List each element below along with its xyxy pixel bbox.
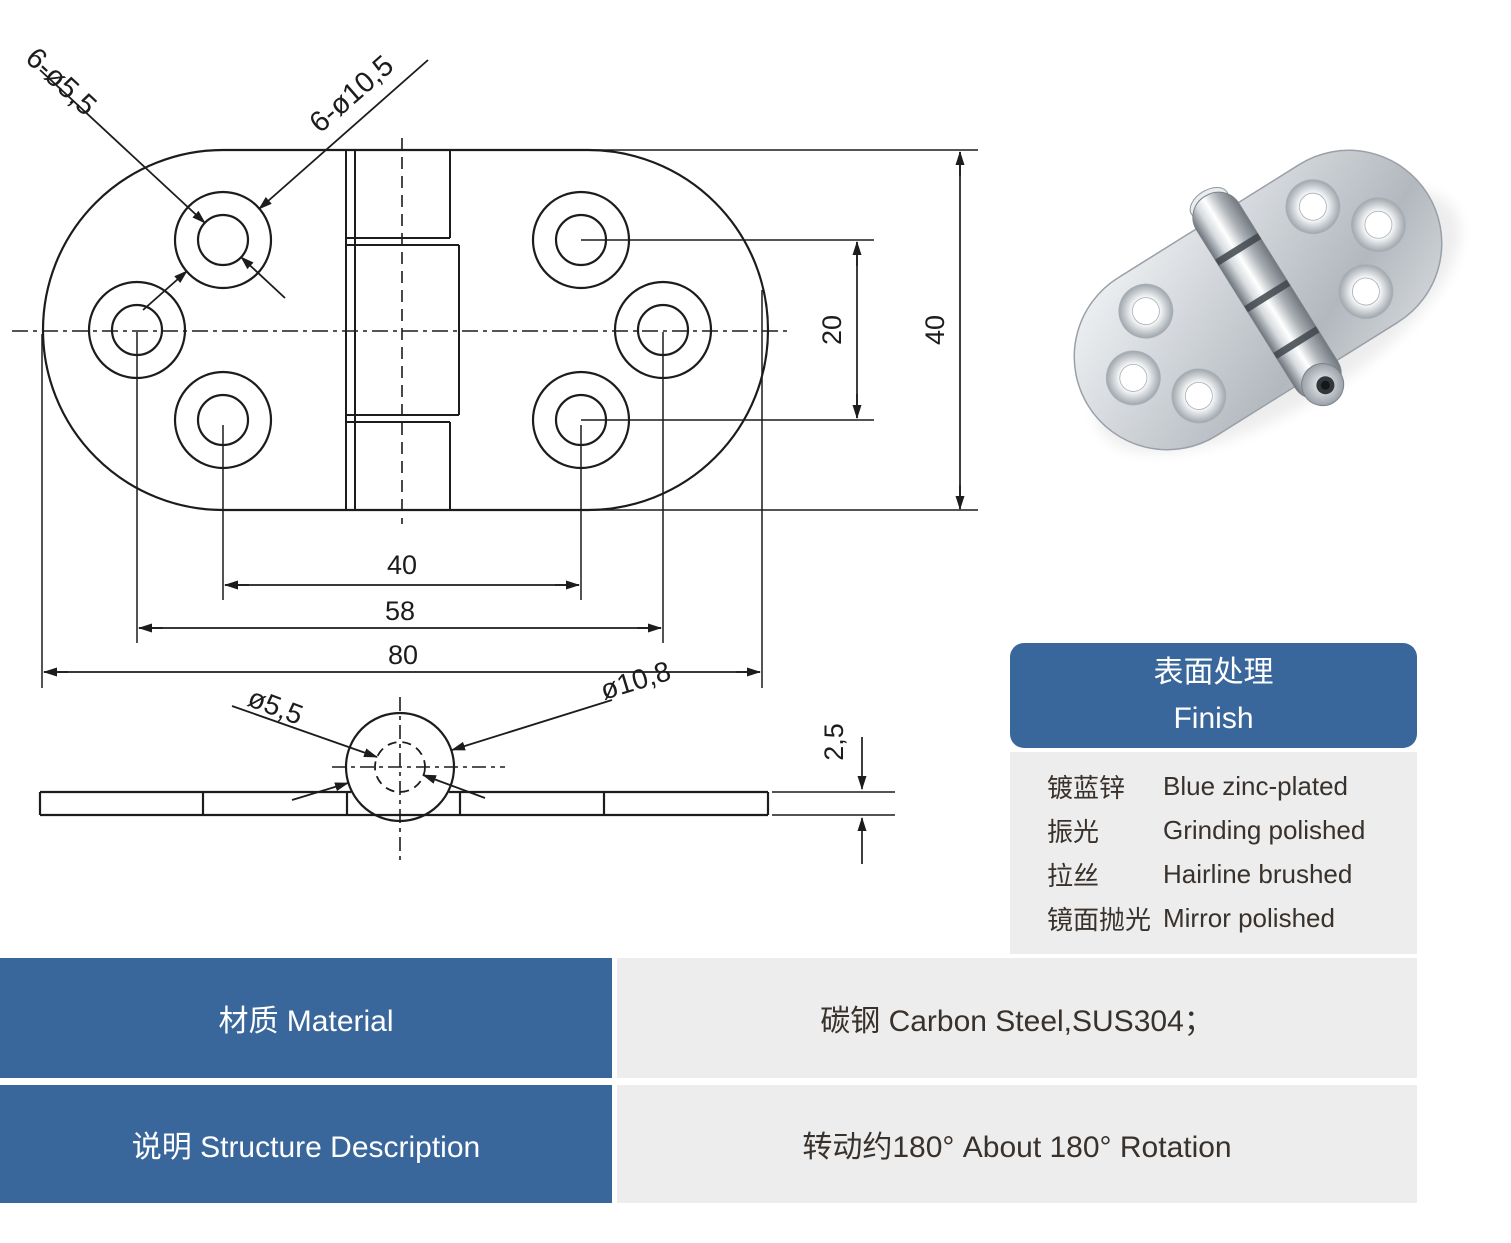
- finish-zh-label: 拉丝: [1047, 860, 1100, 891]
- finish-row: 振光 Grinding polished: [1010, 808, 1417, 852]
- dimension-lines: [43, 151, 965, 864]
- plate-outline: [41, 148, 770, 512]
- material-label-cell: 材质 Material: [0, 958, 612, 1078]
- finish-zh-label: 镀蓝锌: [1047, 772, 1126, 803]
- finish-en-label: Blue zinc-plated: [1163, 770, 1348, 801]
- dim-hole-pitch-horizontal: 40: [387, 550, 417, 580]
- finish-panel: 表面处理 Finish 镀蓝锌 Blue zinc-plated 振光 Grin…: [1010, 643, 1417, 954]
- callout-pin-large: ø10,8: [597, 655, 675, 706]
- finish-row: 镜面抛光 Mirror polished: [1010, 896, 1417, 940]
- spec-row-material: 材质 Material 碳钢 Carbon Steel,SUS304；: [0, 958, 1511, 1078]
- finish-en-label: Mirror polished: [1163, 902, 1335, 933]
- leader-lines: [39, 59, 613, 801]
- finish-row: 镀蓝锌 Blue zinc-plated: [1010, 764, 1417, 808]
- spec-row-structure: 说明 Structure Description 转动约180° About 1…: [0, 1085, 1511, 1203]
- structure-label-cell: 说明 Structure Description: [0, 1085, 612, 1203]
- cell-gap: [612, 958, 617, 1078]
- callout-pin-small: ø5,5: [244, 682, 307, 731]
- product-photo-image: [1073, 149, 1461, 453]
- mounting-holes: [87, 190, 713, 470]
- finish-en-label: Hairline brushed: [1163, 858, 1353, 889]
- dim-overall-length: 80: [388, 640, 418, 670]
- extension-lines: [41, 149, 978, 816]
- plan-view: [41, 148, 770, 512]
- dim-overall-width: 40: [920, 315, 950, 345]
- finish-zh-label: 振光: [1047, 816, 1100, 847]
- structure-value-cell: 转动约180° About 180° Rotation: [617, 1085, 1417, 1203]
- dim-outer-hole-pitch: 58: [385, 596, 415, 626]
- hinge-holes: [1105, 179, 1406, 424]
- finish-panel-header: 表面处理 Finish: [1010, 643, 1417, 748]
- finish-title-en: Finish: [1173, 701, 1254, 735]
- finish-title-zh: 表面处理: [1153, 655, 1274, 689]
- hinge-pin: [1189, 186, 1345, 407]
- finish-zh-label: 镜面抛光: [1047, 904, 1152, 935]
- callout-small-holes: 6-ø5,5: [19, 42, 102, 123]
- finish-row: 拉丝 Hairline brushed: [1010, 852, 1417, 896]
- side-view: [38, 697, 770, 862]
- finish-panel-body: 镀蓝锌 Blue zinc-plated 振光 Grinding polishe…: [1010, 752, 1417, 954]
- hinge-photo-group: [1073, 149, 1461, 453]
- finish-en-label: Grinding polished: [1163, 814, 1366, 845]
- material-value-cell: 碳钢 Carbon Steel,SUS304；: [617, 958, 1417, 1078]
- cell-gap: [612, 1085, 617, 1203]
- callout-large-holes: 6-ø10,5: [304, 50, 400, 140]
- knuckle-joint: [345, 150, 460, 510]
- technical-drawing: 6-ø5,5 6-ø10,5 20 40 40 58 80 ø5,5 ø10,8…: [12, 42, 978, 864]
- centerlines: [12, 138, 788, 524]
- dim-hole-pitch-vertical: 20: [817, 315, 847, 345]
- dim-plate-thickness: 2,5: [819, 723, 849, 761]
